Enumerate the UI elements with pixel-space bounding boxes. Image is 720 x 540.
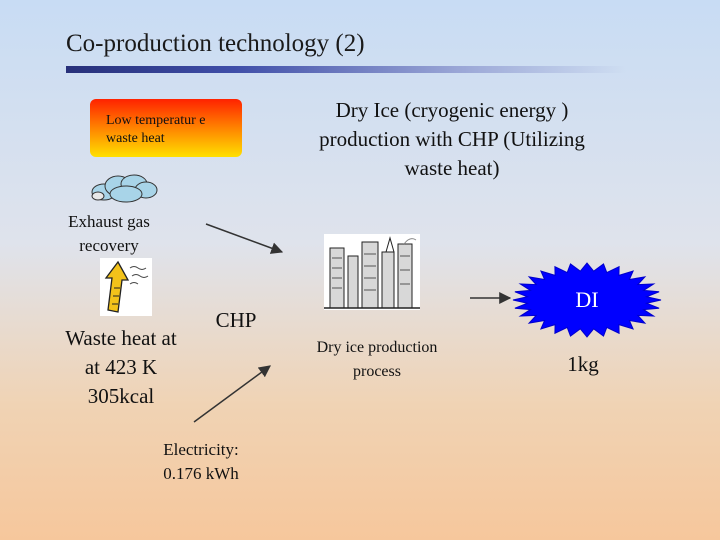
factory-icon: [324, 234, 420, 310]
heat-box-line-2: waste heat: [106, 131, 165, 146]
process-line-1: Dry ice production: [316, 339, 438, 356]
di-label: DI: [575, 287, 598, 312]
heading-line-3: waste heat): [404, 156, 500, 180]
waste-heat-line-1: Waste heat at: [65, 326, 177, 350]
cloud-icon: [91, 174, 158, 203]
electricity-label: Electricity: 0.176 kWh: [146, 438, 256, 486]
exhaust-gas-label: Exhaust gas recovery: [54, 210, 164, 258]
electricity-line-2: 0.176 kWh: [163, 464, 239, 483]
starburst-icon: DI: [512, 262, 662, 338]
waste-heat-label: Waste heat at at 423 K 305kcal: [46, 324, 196, 411]
low-temperature-waste-heat-box: Low temperatur e waste heat: [90, 99, 242, 157]
thermometer-icon: [100, 258, 152, 316]
dry-ice-heading: Dry Ice (cryogenic energy ) production w…: [282, 96, 622, 183]
dry-ice-process-label: Dry ice production process: [296, 336, 458, 384]
electricity-line-1: Electricity:: [163, 440, 239, 459]
electricity-arrow: [193, 365, 271, 423]
waste-heat-line-2: at 423 K: [84, 355, 158, 379]
slide-title: Co-production technology (2): [66, 30, 365, 57]
waste-heat-line-3: 305kcal: [87, 384, 155, 408]
exhaust-line-1: Exhaust gas: [68, 212, 150, 231]
heading-line-2: production with CHP (Utilizing: [319, 127, 585, 151]
chp-label: CHP: [215, 308, 257, 332]
amount-label: 1kg: [567, 352, 599, 376]
exhaust-line-2: recovery: [79, 236, 139, 255]
heat-box-line-1: Low temperatur e: [106, 113, 206, 128]
exhaust-arrow: [205, 223, 284, 254]
heading-line-1: Dry Ice (cryogenic energy ): [335, 98, 569, 122]
title-underline: [66, 66, 626, 73]
process-line-2: process: [353, 363, 401, 380]
